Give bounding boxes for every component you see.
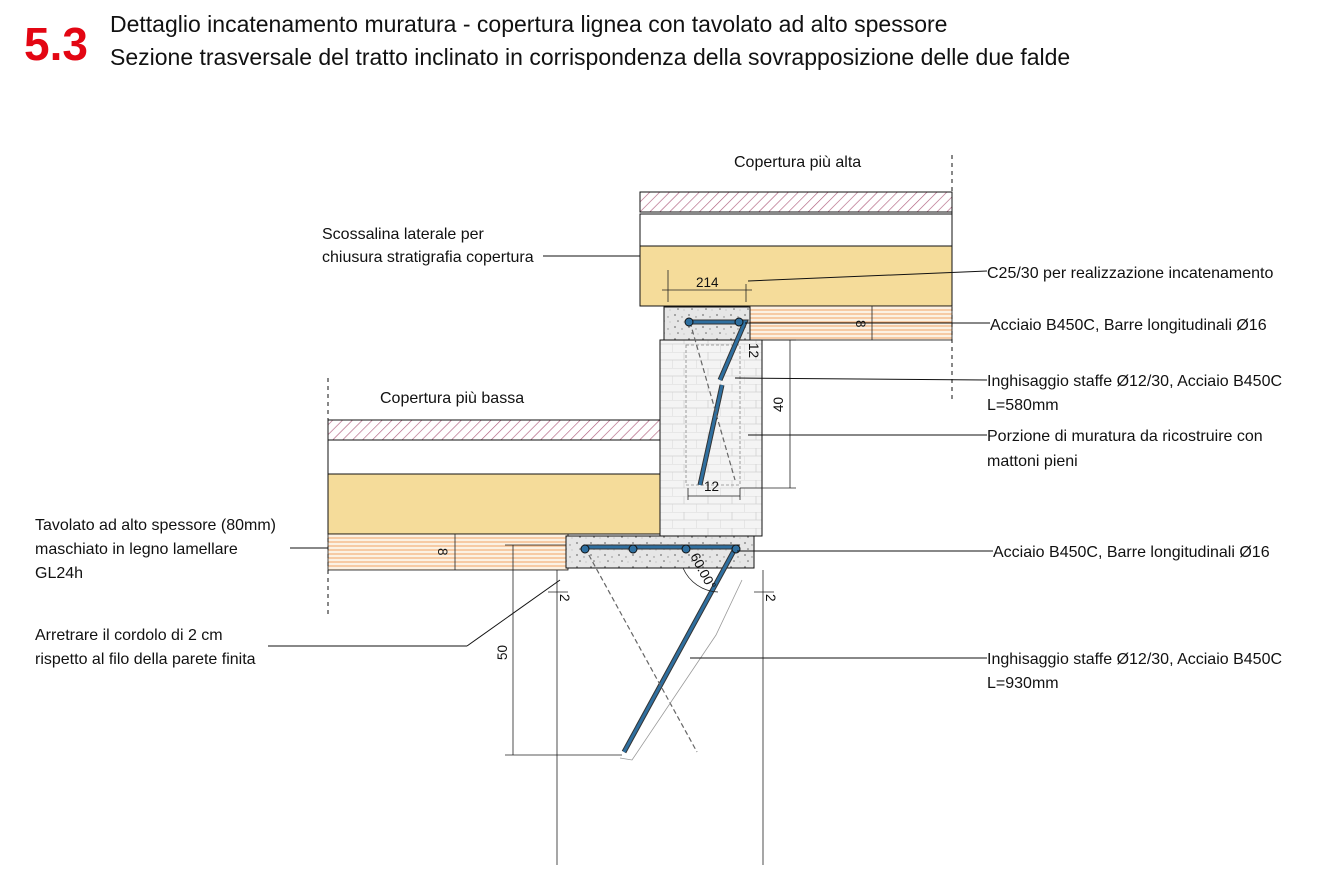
bars-bottom-label: Acciaio B450C, Barre longitudinali Ø16: [993, 544, 1270, 561]
planking-label-1: Tavolato ad alto spessore (80mm): [35, 517, 276, 534]
stirrup-bottom-label-2: L=930mm: [987, 675, 1059, 692]
dim-40: 40: [771, 397, 786, 412]
flashing-label-2: chiusura stratigrafia copertura: [322, 249, 534, 266]
title-line-2: Sezione trasversale del tratto inclinato…: [110, 44, 1070, 70]
lower-concrete-curb: [565, 535, 755, 569]
stirrup-top-label-1: Inghisaggio staffe Ø12/30, Acciaio B450C: [987, 373, 1282, 390]
masonry-label-2: mattoni pieni: [987, 453, 1078, 470]
concrete-label: C25/30 per realizzazione incatenamento: [987, 265, 1274, 282]
leader-lines: [268, 255, 993, 659]
dim-8-top: 8: [853, 320, 868, 328]
upper-roof: [639, 155, 953, 400]
dim-214: 214: [696, 275, 719, 290]
dim-8-bottom: 8: [435, 548, 450, 556]
stirrup-bottom-label-1: Inghisaggio staffe Ø12/30, Acciaio B450C: [987, 651, 1282, 668]
angle-arc: [682, 567, 719, 593]
upper-roof-label: Copertura più alta: [734, 154, 861, 171]
bars-top-label: Acciaio B450C, Barre longitudinali Ø16: [990, 317, 1267, 334]
masonry-rebuild-zone: [685, 344, 741, 486]
stirrup-top-label-2: L=580mm: [987, 397, 1059, 414]
flashing-label-1: Scossalina laterale per: [322, 226, 485, 243]
planking-label-3: GL24h: [35, 565, 83, 582]
lower-roof-label: Copertura più bassa: [380, 390, 524, 407]
dim-12-bottom: 12: [704, 479, 719, 494]
title-line-1: Dettaglio incatenamento muratura - coper…: [110, 11, 947, 37]
dim-50: 50: [495, 645, 510, 660]
dim-2-right: 2: [763, 594, 778, 602]
dimension-lines: [454, 270, 873, 865]
masonry-label-1: Porzione di muratura da ricostruire con: [987, 428, 1263, 445]
dim-12-top: 12: [746, 343, 761, 358]
planking-label-2: maschiato in legno lamellare: [35, 541, 238, 558]
upper-stirrup: [686, 319, 749, 486]
setback-label-1: Arretrare il cordolo di 2 cm: [35, 627, 223, 644]
setback-label-2: rispetto al filo della parete finita: [35, 651, 256, 668]
lower-roof: [327, 378, 661, 615]
lower-stirrup: [584, 544, 743, 761]
dim-2-left: 2: [557, 594, 572, 602]
section-number: 5.3: [24, 18, 88, 70]
